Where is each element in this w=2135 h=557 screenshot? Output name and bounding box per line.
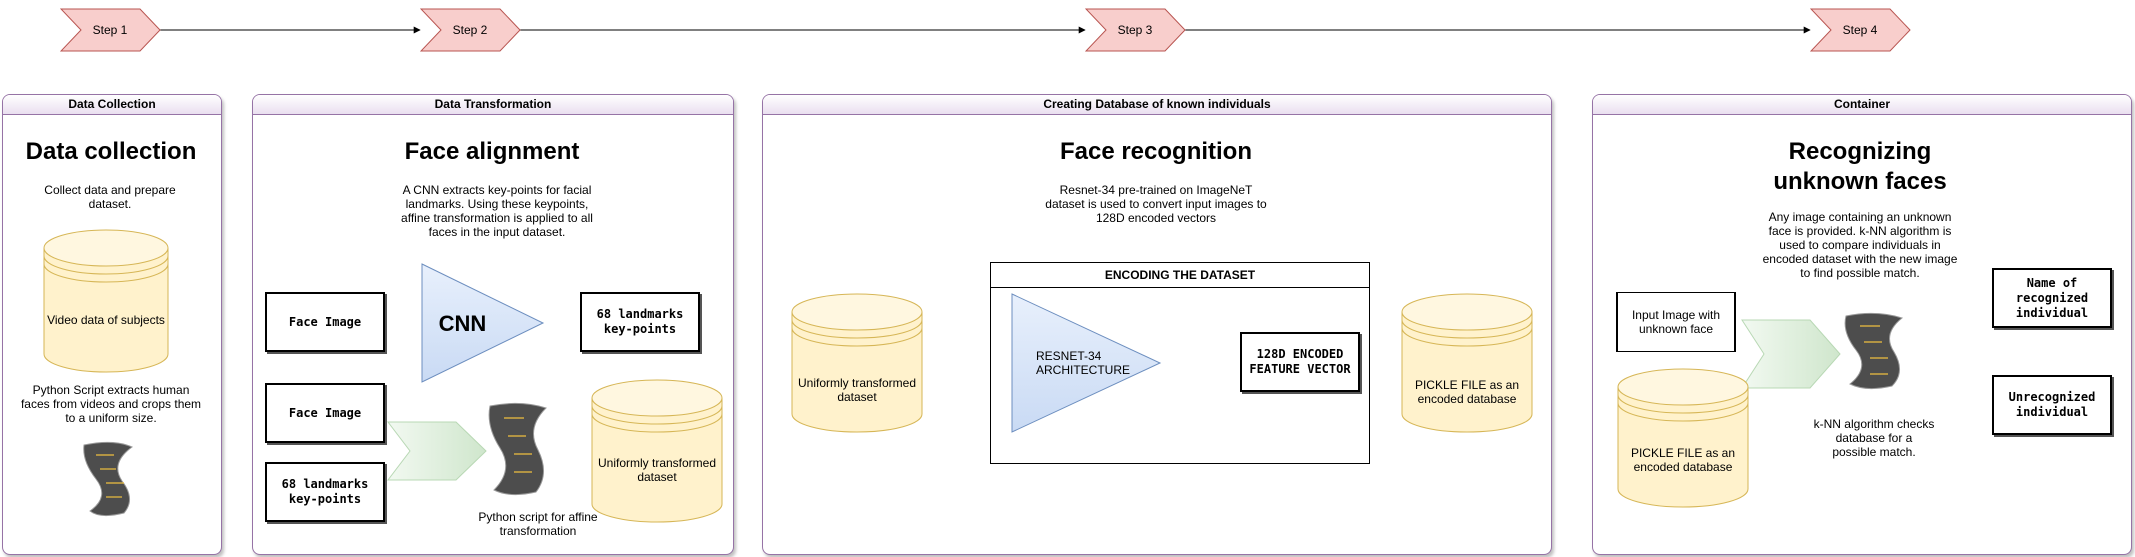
database-label: Uniformly transformed dataset bbox=[797, 376, 917, 404]
resnet-triangle bbox=[1011, 293, 1162, 433]
database-label: Video data of subjects bbox=[47, 313, 165, 327]
panel-title: Recognizing unknown faces bbox=[1773, 138, 1947, 195]
database-cylinder bbox=[791, 293, 923, 433]
landmarks-box: 68 landmarks key-points bbox=[580, 292, 700, 352]
recognized-output-box: Name of recognized individual bbox=[1992, 268, 2112, 328]
script-caption: Python script for affine transformation bbox=[478, 510, 598, 538]
panel-title: Face recognition bbox=[1059, 138, 1253, 165]
merge-arrow bbox=[1741, 319, 1841, 389]
step-chevron bbox=[1085, 8, 1186, 52]
step-chevron bbox=[60, 8, 161, 52]
step-chevron bbox=[1810, 8, 1911, 52]
panel-intro: Resnet-34 pre-trained on ImageNeT datase… bbox=[1045, 183, 1267, 225]
landmarks-box: 68 landmarks key-points bbox=[265, 462, 385, 522]
knn-script-icon bbox=[1844, 312, 1904, 390]
database-cylinder bbox=[43, 229, 169, 373]
script-description: Python Script extracts human faces from … bbox=[20, 383, 202, 425]
panel-header: Container bbox=[1593, 95, 2131, 115]
unrecognized-output-box: Unrecognized individual bbox=[1992, 375, 2112, 435]
database-label: PICKLE FILE as an encoded database bbox=[1414, 378, 1520, 406]
face-image-box: Face Image bbox=[265, 292, 385, 352]
encoding-header: ENCODING THE DATASET bbox=[991, 263, 1369, 288]
database-label: PICKLE FILE as an encoded database bbox=[1630, 446, 1736, 474]
step-label: Step 4 bbox=[1842, 23, 1878, 37]
python-script-icon bbox=[83, 441, 133, 517]
cnn-label: CNN bbox=[438, 311, 487, 336]
step-label: Step 2 bbox=[452, 23, 488, 37]
panel-intro: Any image containing an unknown face is … bbox=[1762, 210, 1958, 280]
input-image-box: Input Image with unknown face bbox=[1616, 292, 1736, 352]
database-cylinder bbox=[591, 379, 723, 523]
step-label: Step 3 bbox=[1117, 23, 1153, 37]
python-script-icon bbox=[488, 402, 547, 496]
merge-arrow bbox=[386, 421, 487, 481]
knn-caption: k-NN algorithm checks database for a pos… bbox=[1813, 417, 1935, 459]
database-cylinder bbox=[1617, 368, 1749, 508]
panel-intro: A CNN extracts key-points for facial lan… bbox=[401, 183, 593, 239]
panel-intro: Collect data and prepare dataset. bbox=[44, 183, 176, 211]
database-cylinder bbox=[1401, 293, 1533, 433]
step-label: Step 1 bbox=[92, 23, 128, 37]
panel-title: Data collection bbox=[25, 138, 197, 165]
panel-title: Face alignment bbox=[404, 138, 580, 165]
database-label: Uniformly transformed dataset bbox=[597, 456, 717, 484]
panel-header: Creating Database of known individuals bbox=[763, 95, 1551, 115]
panel-header: Data Collection bbox=[3, 95, 221, 115]
feature-vector-box: 128D ENCODED FEATURE VECTOR bbox=[1240, 332, 1360, 392]
panel-header: Data Transformation bbox=[253, 95, 733, 115]
step-chevron bbox=[420, 8, 521, 52]
face-image-box: Face Image bbox=[265, 383, 385, 443]
resnet-label: RESNET-34 ARCHITECTURE bbox=[1036, 349, 1131, 377]
cnn-triangle bbox=[421, 263, 545, 383]
